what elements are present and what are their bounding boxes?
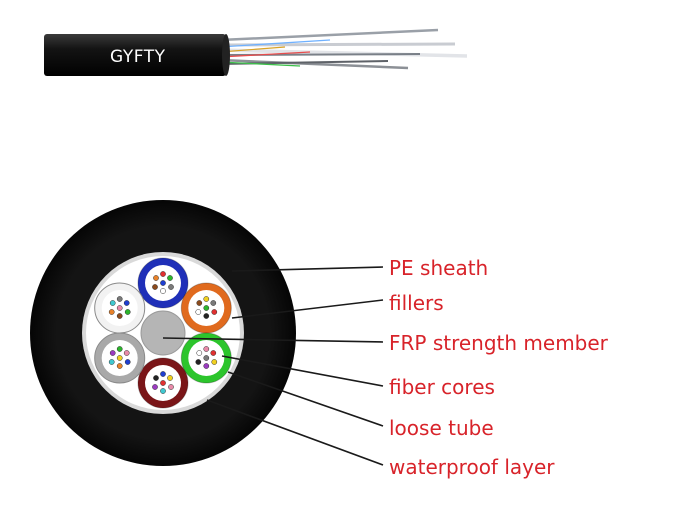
leader-loose-tube xyxy=(227,371,384,427)
label-loose-tube: loose tube xyxy=(389,416,494,440)
cable-model-label: GYFTY xyxy=(110,47,166,67)
loose-tube-green xyxy=(180,332,232,384)
label-fillers: fillers xyxy=(389,291,444,315)
leader-frp-member xyxy=(162,337,384,343)
leader-waterproof-layer xyxy=(206,399,384,466)
cable-photo: GYFTY xyxy=(44,28,468,76)
label-waterproof-layer: waterproof layer xyxy=(389,455,555,479)
cable-jacket xyxy=(44,34,226,76)
cable-cross-section xyxy=(30,200,384,466)
leader-fillers xyxy=(231,299,384,319)
tube-ring xyxy=(94,257,232,409)
loose-tube-blue xyxy=(137,257,189,309)
loose-tube-brown xyxy=(137,357,189,409)
fiber-cores xyxy=(195,346,218,369)
fiber-cores xyxy=(152,271,174,294)
fiber-cores xyxy=(195,296,218,319)
label-pe-sheath: PE sheath xyxy=(389,256,489,280)
filler-gray xyxy=(94,332,146,384)
exposed-fibers xyxy=(219,28,468,70)
label-frp-strength-member: FRP strength member xyxy=(389,331,608,355)
leader-lines xyxy=(162,266,384,466)
leader-fiber-cores xyxy=(221,355,384,387)
fiber-cores xyxy=(108,296,131,319)
leader-pe-sheath xyxy=(231,266,384,272)
fiber-cores xyxy=(152,371,174,394)
label-fiber-cores: fiber cores xyxy=(389,375,495,399)
fiber-cores xyxy=(108,346,131,369)
filler-white xyxy=(94,282,146,334)
loose-tube-orange xyxy=(180,282,232,334)
frp-strength-member xyxy=(140,310,186,356)
